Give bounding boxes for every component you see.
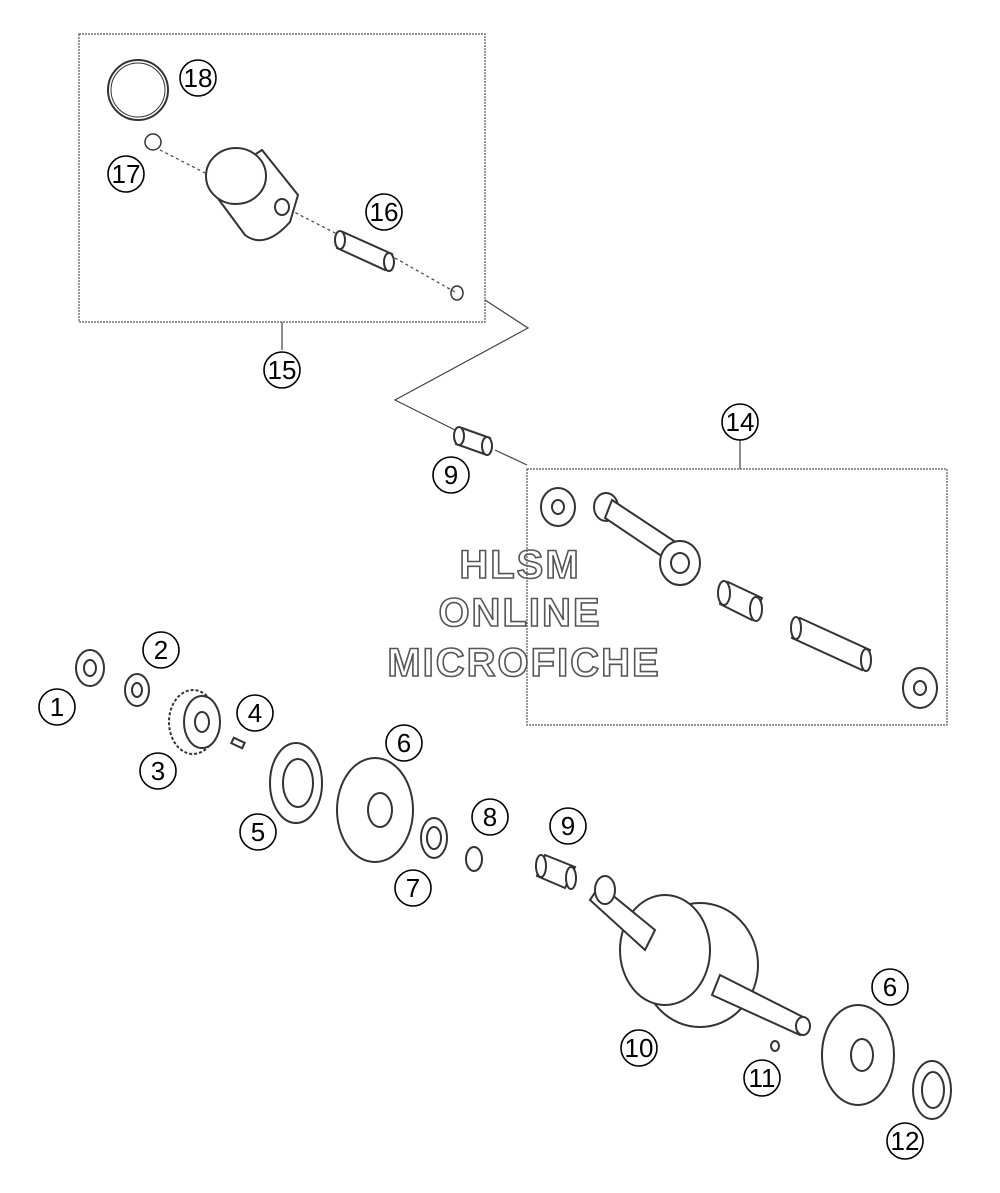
svg-text:9: 9 (444, 460, 458, 490)
callout-18: 18 (179, 59, 217, 97)
watermark-line-3: MICROFICHE (387, 641, 660, 685)
piston-part (205, 147, 300, 242)
callout-9-lower: 9 (549, 807, 587, 845)
svg-text:3: 3 (151, 756, 165, 786)
callout-8: 8 (471, 798, 509, 836)
svg-text:14: 14 (726, 407, 755, 437)
svg-text:9: 9 (561, 811, 575, 841)
needle-bearing-upper (453, 426, 493, 456)
conrod-group-box (526, 468, 948, 726)
svg-text:18: 18 (184, 63, 213, 93)
callout-1: 1 (38, 688, 76, 726)
svg-text:11: 11 (749, 1063, 776, 1093)
circlip-part-2 (450, 285, 464, 301)
callout-10: 10 (620, 1029, 658, 1067)
lower-parts (75, 649, 952, 1120)
conrod-kit-parts (540, 487, 938, 709)
watermark-line-1: HLSM (459, 543, 580, 587)
svg-text:16: 16 (370, 197, 399, 227)
piston-pin-part (334, 230, 395, 272)
leader-lines (159, 149, 741, 469)
callout-9-upper: 9 (432, 456, 470, 494)
svg-text:4: 4 (248, 698, 262, 728)
svg-text:10: 10 (625, 1033, 654, 1063)
callout-3: 3 (139, 752, 177, 790)
callout-4: 4 (236, 694, 274, 732)
svg-text:7: 7 (406, 873, 420, 903)
circlip-part (144, 133, 162, 151)
svg-text:12: 12 (891, 1126, 920, 1156)
svg-text:5: 5 (251, 817, 265, 847)
watermark-line-2: ONLINE (438, 591, 601, 635)
piston-ring-part (107, 59, 169, 121)
svg-text:2: 2 (154, 635, 168, 665)
watermark: HLSM ONLINE MICROFICHE (387, 542, 660, 686)
callout-6-upper: 6 (385, 724, 423, 762)
callout-11: 11 (743, 1059, 781, 1097)
callout-14: 14 (721, 403, 759, 441)
callout-5: 5 (239, 813, 277, 851)
svg-text:1: 1 (50, 692, 64, 722)
svg-text:6: 6 (397, 728, 411, 758)
callout-15: 15 (263, 351, 301, 389)
callout-16: 16 (365, 193, 403, 231)
callout-12: 12 (886, 1122, 924, 1160)
svg-text:8: 8 (483, 802, 497, 832)
callouts: 1 2 3 4 5 6 6 7 8 9 9 10 11 12 14 15 16 … (38, 59, 924, 1160)
callout-6-lower: 6 (871, 968, 909, 1006)
callout-2: 2 (142, 631, 180, 669)
callout-17: 17 (107, 155, 145, 193)
svg-text:15: 15 (268, 355, 297, 385)
svg-text:17: 17 (112, 159, 141, 189)
callout-7: 7 (394, 869, 432, 907)
svg-text:6: 6 (883, 972, 897, 1002)
